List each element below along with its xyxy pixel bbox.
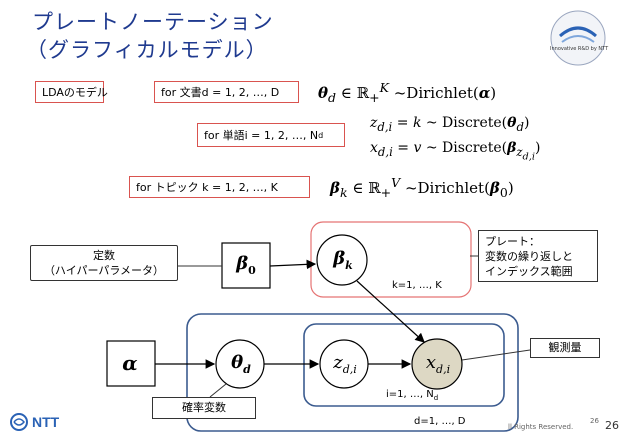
ntt-innovative-logo: Innovative R&D by NTT: [548, 8, 608, 68]
ntt-globe-icon: [550, 10, 606, 66]
loop-topic-box: for トピック k = 1, 2, …, K: [129, 176, 310, 198]
page-number: 26: [605, 419, 619, 432]
pointer-observed: [461, 349, 531, 361]
betak-sub: k: [345, 258, 353, 272]
loop-word-text: for 単語i = 1, 2, …, N: [204, 129, 319, 142]
plate-callout-line3: インデックス範囲: [485, 265, 573, 278]
logo-caption: Innovative R&D by NTT: [550, 46, 609, 52]
word-plate-sub: d: [433, 394, 439, 402]
slide-title-line2: （グラフィカルモデル）: [26, 38, 268, 62]
beta0-symbol: β: [236, 253, 249, 275]
loop-word-sub: d: [318, 130, 324, 140]
ntt-logo-text: NTT: [32, 414, 60, 430]
edge-betak-x: [356, 280, 425, 343]
ntt-footer-logo: NTT: [10, 413, 59, 431]
word-plate-text: i=1, …, N: [386, 389, 434, 400]
alpha-label: α: [122, 351, 138, 375]
slide-title-line1: プレートノーテーション: [32, 10, 274, 34]
theta-label: θd: [231, 352, 251, 376]
beta0-label: β0: [236, 253, 256, 277]
loop-doc-box: for 文書d = 1, 2, …, D: [154, 81, 299, 103]
plate-callout: プレート： 変数の繰り返しと インデックス範囲: [478, 230, 598, 282]
equation-z: zd,i = k ~ Discrete(θd): [370, 115, 530, 134]
betak-node: [316, 234, 368, 286]
x-node: [411, 338, 463, 390]
equation-x: xd,i = v ~ Discrete(βzd,i): [370, 140, 541, 163]
topic-plate-label: k=1, …, K: [392, 280, 442, 291]
ntt-logo-icon: [10, 413, 28, 431]
betak-label: βk: [333, 248, 353, 272]
plate-callout-line1: プレート：: [485, 235, 540, 248]
doc-plate-label: d=1, …, D: [414, 416, 466, 427]
z-label: zd,i: [333, 352, 357, 376]
constant-callout-line1: 定数: [93, 249, 115, 262]
x-symbol: x: [425, 352, 437, 374]
beta0-node: [221, 242, 271, 289]
x-sub: d,i: [436, 362, 451, 376]
page-number-small: 26: [590, 417, 599, 425]
random-variable-callout: 確率変数: [152, 397, 256, 419]
pointer-random: [209, 383, 227, 398]
copyright-text: ll Rights Reserved.: [508, 423, 574, 431]
z-symbol: z: [333, 352, 343, 374]
constant-callout: 定数 （ハイパーパラメータ）: [30, 245, 178, 281]
equation-theta: θd ∈ ℝ+K ~Dirichlet(α): [318, 80, 497, 105]
theta-symbol: θ: [231, 352, 244, 374]
beta0-sub: 0: [248, 263, 256, 277]
lda-model-badge: LDAのモデル: [35, 81, 108, 103]
x-label: xd,i: [426, 352, 450, 376]
observed-callout: 観測量: [530, 338, 600, 358]
word-plate-label: i=1, …, Nd: [386, 389, 438, 402]
constant-callout-line2: （ハイパーパラメータ）: [43, 264, 165, 277]
z-sub: d,i: [342, 362, 357, 376]
edge-beta0-betak: [269, 259, 317, 270]
equation-beta: βk ∈ ℝ+V ~Dirichlet(β0): [330, 175, 514, 200]
betak-symbol: β: [333, 248, 346, 270]
document-plate: [186, 313, 519, 432]
plate-callout-line2: 変数の繰り返しと: [485, 250, 573, 263]
theta-sub: d: [243, 362, 251, 376]
